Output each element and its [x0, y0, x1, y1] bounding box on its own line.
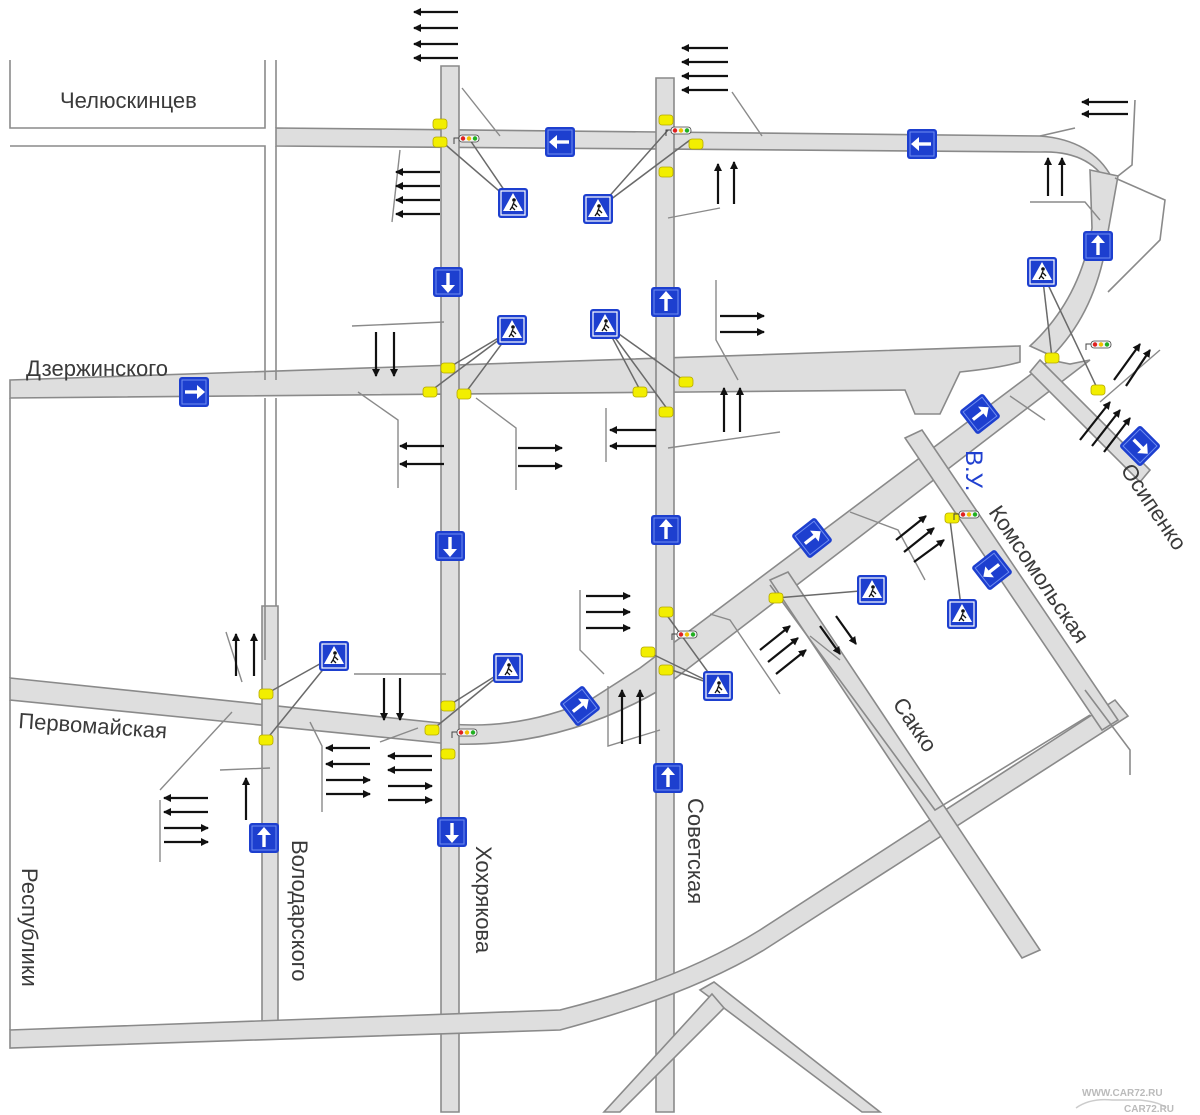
leader-lines: [159, 87, 1161, 862]
crossing-marker: [1044, 352, 1060, 364]
pedestrian-crossing-sign-icon: [496, 314, 528, 346]
lane-direction-arrows-icon: [399, 442, 444, 468]
crossing-marker: [258, 688, 274, 700]
lane-direction-arrows-icon: [720, 312, 765, 336]
one-way-arrow-sign-icon: [435, 815, 469, 849]
pedestrian-crossing-sign-icon: [1026, 256, 1058, 288]
lane-direction-arrows-icon: [714, 161, 738, 204]
roads-layer: [9, 60, 1166, 1113]
lane-direction-arrows-icon: [387, 752, 433, 804]
lane-direction-arrows-icon: [681, 44, 728, 94]
lane-direction-arrows-icon: [518, 444, 563, 470]
crossing-marker: [432, 118, 448, 130]
lane-direction-arrows-icon: [1079, 401, 1131, 453]
crossing-marker: [658, 606, 674, 618]
crossing-marker: [440, 362, 456, 374]
crossing-marker: [440, 700, 456, 712]
street-label-osipenko: Осипенко: [1116, 459, 1192, 555]
street-label-volodarskogo: Володарского: [287, 840, 312, 981]
lane-direction-arrows-icon: [395, 168, 440, 218]
lane-arrows: [163, 8, 1151, 846]
crossing-marker: [632, 386, 648, 398]
lane-direction-arrows-icon: [1113, 343, 1151, 387]
street-label-vu: В.У.: [960, 450, 987, 491]
crossing-marker: [658, 406, 674, 418]
crossing-marker: [640, 646, 656, 658]
lane-direction-arrows-icon: [232, 633, 258, 676]
one-way-arrow-sign-icon: [543, 125, 577, 159]
lane-direction-arrows-icon: [720, 387, 744, 432]
crossing-marker: [658, 664, 674, 676]
crossing-marker: [422, 386, 438, 398]
pedestrian-crossing-sign-icon: [497, 187, 529, 219]
crossing-marker: [688, 138, 704, 150]
lane-direction-arrows-icon: [163, 794, 209, 846]
watermark: WWW.CAR72.RU CAR72.RU: [1075, 1088, 1174, 1115]
pedestrian-crossing-sign-icon: [318, 640, 350, 672]
one-way-arrow-sign-icon: [247, 821, 281, 855]
car-logo-icon: [1075, 1098, 1167, 1109]
lane-direction-arrows-icon: [325, 744, 371, 798]
crossing-marker: [440, 748, 456, 760]
street-label-sovetskaya: Советская: [683, 798, 708, 904]
street-label-respubliki: Республики: [17, 868, 42, 987]
one-way-arrow-sign-icon: [905, 127, 939, 161]
lane-direction-arrows-icon: [380, 678, 404, 721]
lane-direction-arrows-icon: [1081, 98, 1128, 118]
lane-direction-arrows-icon: [819, 615, 857, 655]
traffic-lights: [451, 126, 1112, 739]
one-way-arrow-sign-icon: [1081, 229, 1115, 263]
one-way-arrow-sign-icon: [649, 513, 683, 547]
lane-direction-arrows-icon: [1044, 157, 1066, 196]
one-way-arrow-sign-icon: [433, 529, 467, 563]
crossing-marker: [1090, 384, 1106, 396]
one-way-arrow-sign-icon: [649, 285, 683, 319]
crossing-marker: [658, 166, 674, 178]
lane-direction-arrows-icon: [372, 332, 398, 377]
pedestrian-crossing-sign-icon: [702, 670, 734, 702]
lane-direction-arrows-icon: [586, 592, 631, 632]
pedestrian-crossing-sign-icon: [856, 574, 888, 606]
pedestrian-crossing-sign-icon: [589, 308, 621, 340]
one-way-arrow-sign-icon: [651, 761, 685, 795]
crossing-marker: [432, 136, 448, 148]
crossing-marker: [456, 388, 472, 400]
pedestrian-crossing-sign-icon: [582, 193, 614, 225]
crossing-marker: [424, 724, 440, 736]
crossing-marker: [678, 376, 694, 388]
street-label-khokhryakova: Хохрякова: [471, 846, 496, 954]
traffic-light-icon: [1085, 340, 1112, 351]
street-label-chelyuskintsev: Челюскинцев: [60, 88, 197, 113]
watermark-url: WWW.CAR72.RU: [1082, 1088, 1163, 1099]
lane-direction-arrows-icon: [413, 8, 458, 62]
lane-direction-arrows-icon: [609, 426, 656, 450]
lane-direction-arrows-icon: [618, 689, 644, 744]
watermark-logo: CAR72.RU: [1124, 1104, 1174, 1115]
one-way-arrow-sign-icon: [177, 375, 211, 409]
pedestrian-crossing-sign-icon: [492, 652, 524, 684]
pedestrian-crossing-sign-icon: [946, 598, 978, 630]
street-label-dzerzhinskogo: Дзержинского: [26, 356, 168, 381]
lane-direction-arrows-icon: [895, 515, 945, 563]
crossing-marker: [768, 592, 784, 604]
crossing-marker: [258, 734, 274, 746]
one-way-arrow-sign-icon: [431, 265, 465, 299]
lane-direction-arrows-icon: [759, 625, 807, 675]
crossing-marker: [658, 114, 674, 126]
